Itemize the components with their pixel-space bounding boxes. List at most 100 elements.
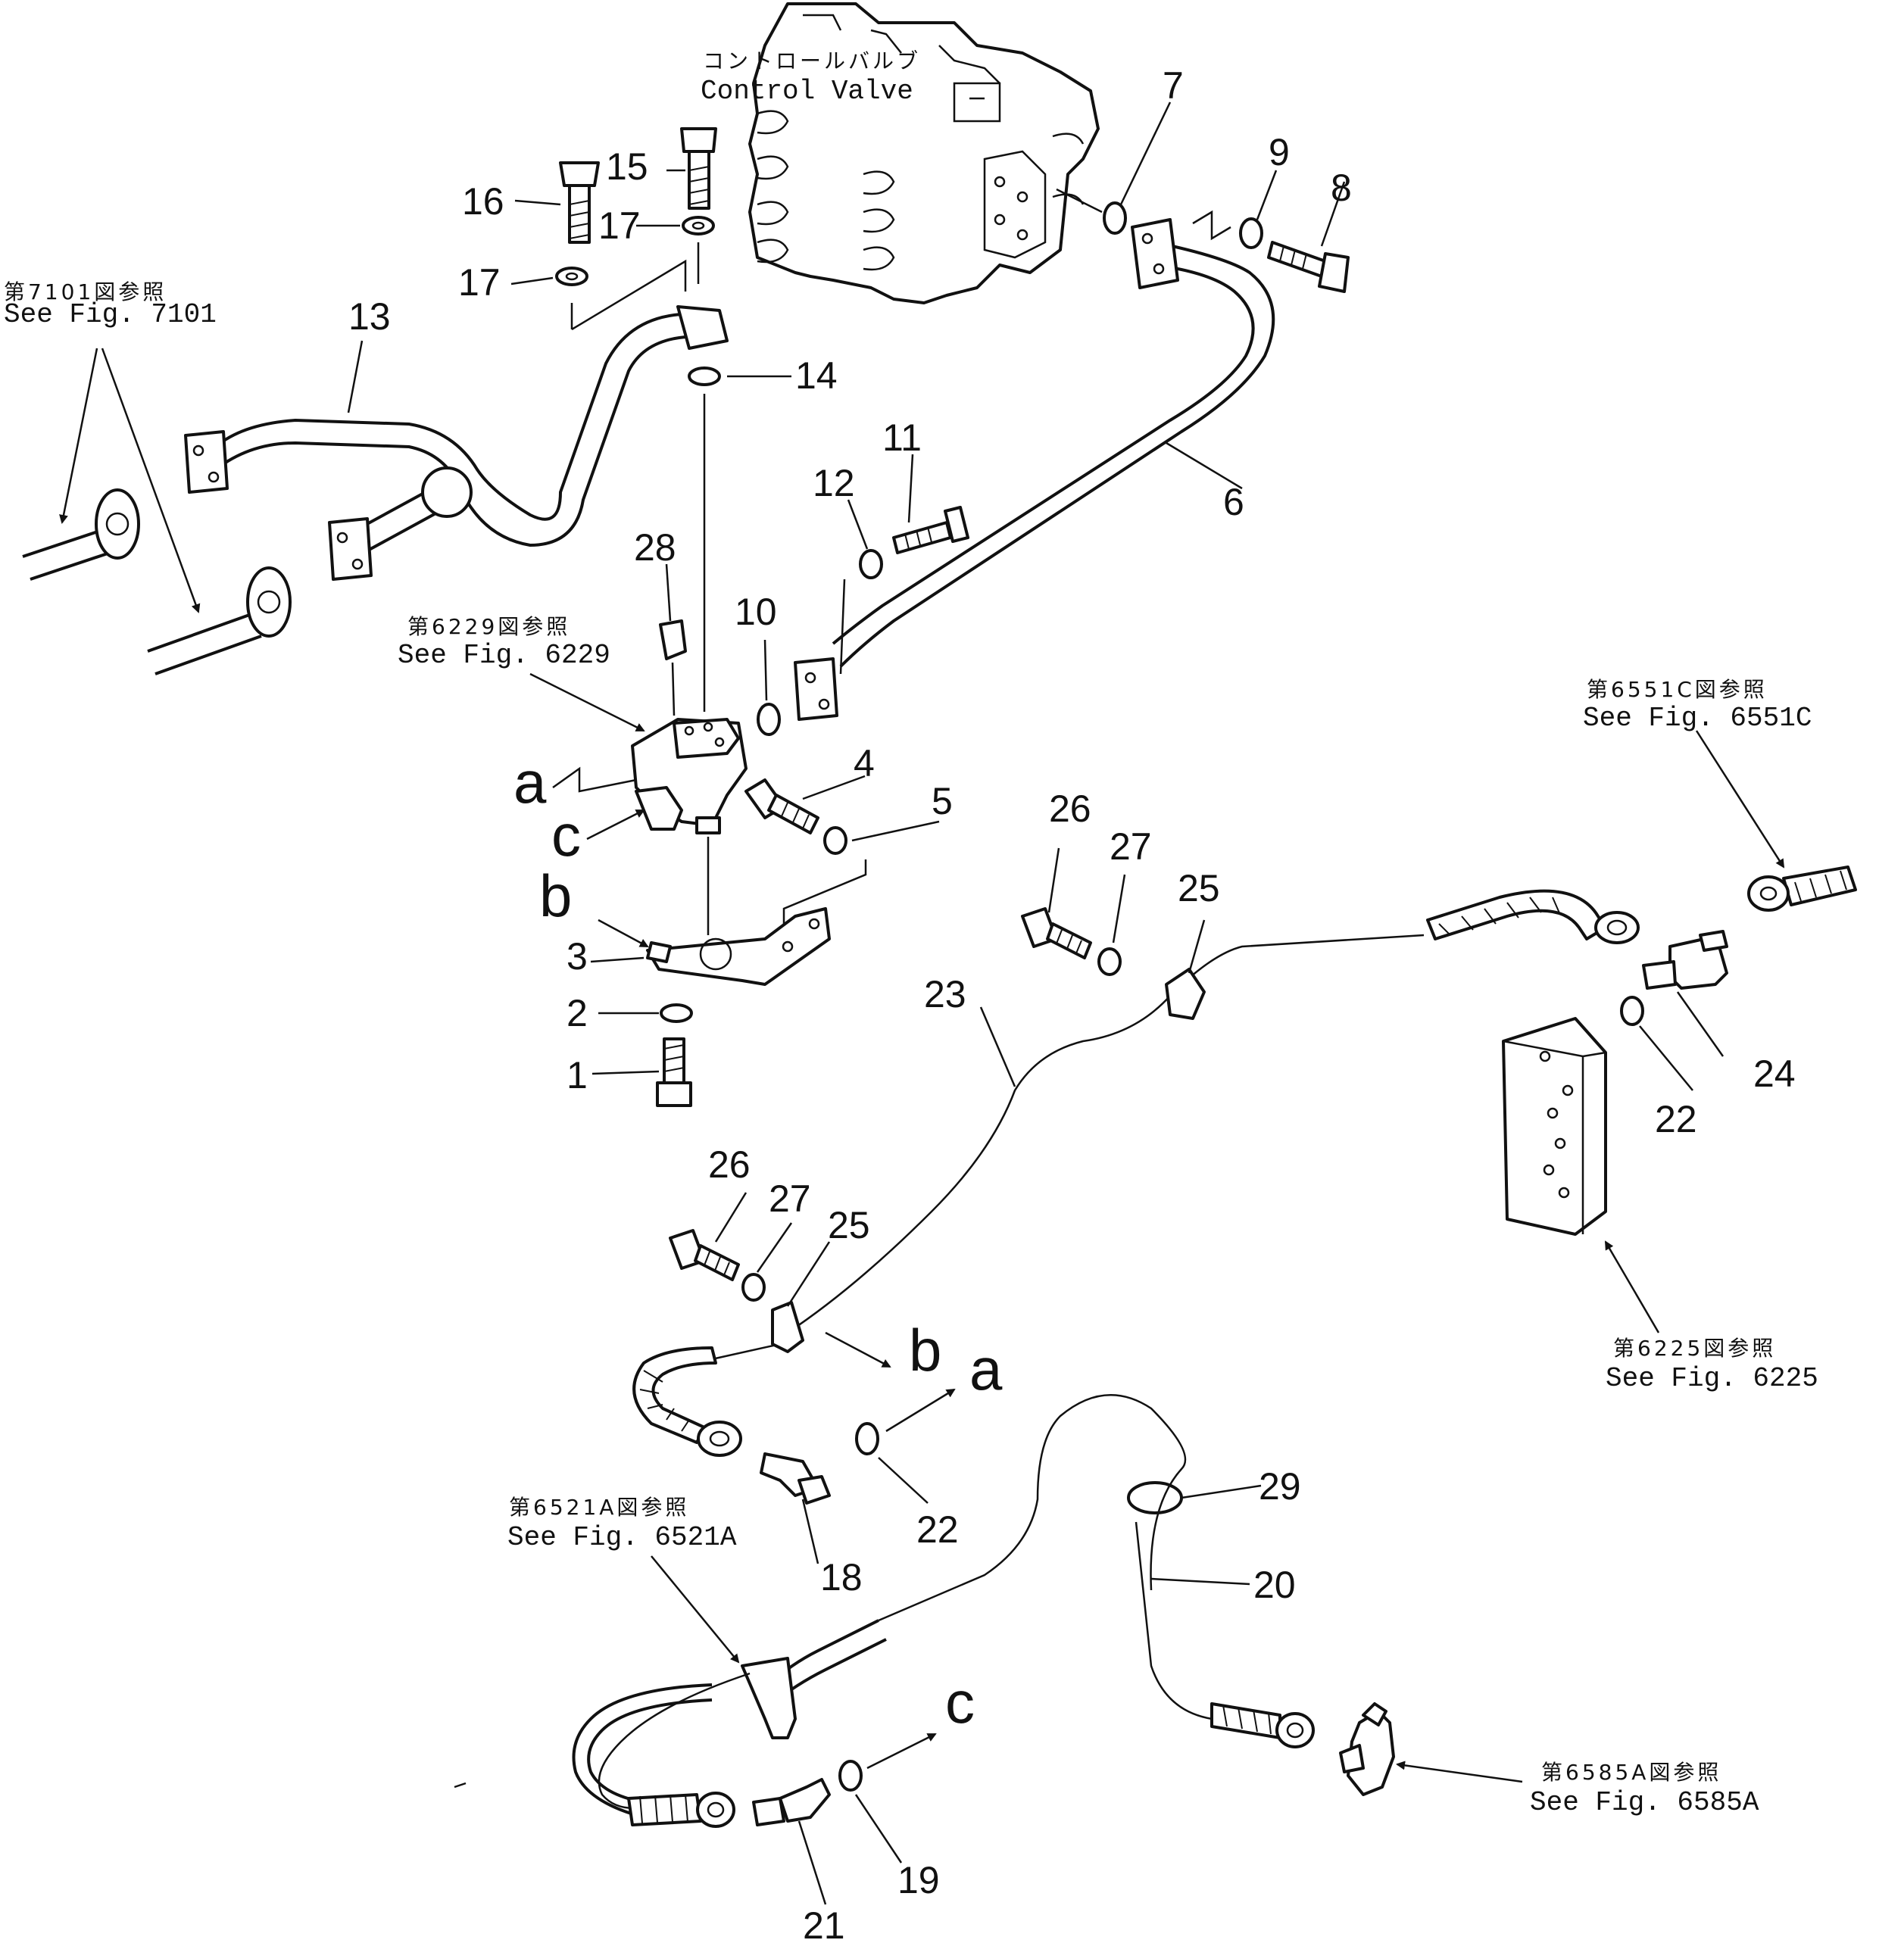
callout-7: 7 <box>1163 64 1184 107</box>
pipe-end-lower-left <box>147 566 292 675</box>
clamp-29 <box>1127 1481 1183 1514</box>
o-ring-22-lower <box>855 1422 879 1455</box>
callout-11: 11 <box>882 416 922 459</box>
callout-12: 12 <box>813 462 855 504</box>
bolt-11 <box>892 506 969 554</box>
callout-27-lower: 27 <box>769 1177 811 1220</box>
callout-8: 8 <box>1331 167 1352 209</box>
ref-6551c-jp: 第6551C図参照 <box>1587 677 1768 702</box>
callout-14: 14 <box>795 354 838 397</box>
connection-marker-a-top: a <box>513 749 637 816</box>
washer-12 <box>859 549 883 579</box>
connector-24 <box>1642 930 1728 990</box>
connection-marker-b-mid: b <box>909 1317 941 1383</box>
bolt-26-upper <box>1021 907 1092 959</box>
ref-6225-en: See Fig. 6225 <box>1606 1363 1818 1394</box>
o-ring-22-right <box>1620 996 1644 1026</box>
callout-21: 21 <box>803 1904 845 1940</box>
ref-6225-jp: 第6225図参照 <box>1613 1336 1776 1361</box>
bolt-1 <box>656 1037 692 1107</box>
washer-9 <box>1239 217 1263 249</box>
washer-17-right <box>682 216 715 235</box>
washer-5 <box>823 826 847 855</box>
valve-block-6225 <box>1502 1017 1607 1236</box>
svg-text:a: a <box>513 749 547 816</box>
callout-3: 3 <box>567 935 588 978</box>
callout-25-upper: 25 <box>1178 867 1220 909</box>
hose-lower-fitting <box>632 1346 742 1457</box>
bolt-4 <box>744 778 819 834</box>
connection-marker-c-bottom: c <box>945 1669 975 1736</box>
control-valve-label-jp: コントロールバルブ <box>703 48 921 73</box>
callout-17-right: 17 <box>598 204 641 247</box>
callout-29: 29 <box>1259 1465 1301 1508</box>
plug-28 <box>659 619 687 660</box>
callout-18: 18 <box>820 1556 863 1598</box>
callout-19: 19 <box>897 1859 940 1901</box>
callout-22-lower: 22 <box>916 1508 959 1551</box>
ref-6521a-jp: 第6521A図参照 <box>509 1495 689 1520</box>
washer-27-lower <box>741 1273 766 1302</box>
callout-1: 1 <box>567 1054 588 1096</box>
bolt-26-lower <box>669 1229 740 1281</box>
pipe-end-6551c <box>1747 866 1857 912</box>
callout-22-right: 22 <box>1655 1098 1697 1140</box>
bolt-8 <box>1267 241 1350 293</box>
pipe-13 <box>184 305 729 581</box>
callout-10: 10 <box>735 591 777 633</box>
pipe-end-upper-left <box>22 488 140 581</box>
clamp-25-lower <box>771 1301 804 1353</box>
callout-5: 5 <box>932 780 953 822</box>
connection-marker-b-top: b <box>539 862 649 948</box>
ref-7101-en: See Fig. 7101 <box>4 299 217 330</box>
washer-2 <box>660 1003 693 1023</box>
callout-9: 9 <box>1269 131 1290 173</box>
clamp-25-upper <box>1165 968 1206 1020</box>
bracket-3 <box>646 907 831 986</box>
callout-2: 2 <box>567 992 588 1034</box>
connection-marker-c-top: c <box>551 802 645 869</box>
hose-6521a <box>572 1619 887 1828</box>
ref-6521a-en: See Fig. 6521A <box>507 1522 737 1553</box>
o-ring-19 <box>838 1760 863 1792</box>
o-ring-7 <box>1103 201 1127 235</box>
callout-28: 28 <box>634 526 676 569</box>
connection-marker-a-mid: a <box>969 1336 1003 1402</box>
valve-block <box>631 718 748 834</box>
svg-text:b: b <box>539 862 572 929</box>
callout-20: 20 <box>1253 1564 1296 1606</box>
callout-6: 6 <box>1223 481 1244 523</box>
elbow-18 <box>760 1452 831 1505</box>
hose-20 <box>878 1394 1315 1748</box>
ref-6585a-jp: 第6585A図参照 <box>1541 1760 1721 1785</box>
callout-27-upper: 27 <box>1110 825 1152 868</box>
hose-23 <box>711 889 1640 1361</box>
bolt-15 <box>680 127 717 210</box>
callout-15: 15 <box>606 145 648 188</box>
callout-16: 16 <box>462 180 504 223</box>
callout-17-left: 17 <box>458 261 501 304</box>
ref-6585a-en: See Fig. 6585A <box>1530 1787 1759 1818</box>
callout-26-upper: 26 <box>1049 788 1091 830</box>
washer-17-left <box>555 267 588 286</box>
o-ring-10 <box>757 703 781 736</box>
fitting-6585a <box>1339 1702 1395 1796</box>
elbow-21 <box>752 1778 831 1826</box>
bolt-16 <box>559 161 600 244</box>
callout-23: 23 <box>924 973 966 1015</box>
pipe-6 <box>794 218 1275 721</box>
svg-text:c: c <box>551 802 581 869</box>
ref-6229-en: See Fig. 6229 <box>398 640 610 671</box>
o-ring-14 <box>688 366 721 386</box>
callout-24: 24 <box>1753 1053 1796 1095</box>
callout-25-lower: 25 <box>828 1204 870 1246</box>
ref-6551c-en: See Fig. 6551C <box>1583 703 1812 734</box>
callout-4: 4 <box>854 742 875 784</box>
callout-13: 13 <box>348 295 391 338</box>
stray-mark <box>454 1782 467 1789</box>
leader-lines <box>347 101 1725 1905</box>
ref-7101-jp: 第7101図参照 <box>4 279 167 304</box>
washer-27-upper <box>1097 947 1122 976</box>
control-valve-label-en: Control Valve <box>701 76 913 107</box>
